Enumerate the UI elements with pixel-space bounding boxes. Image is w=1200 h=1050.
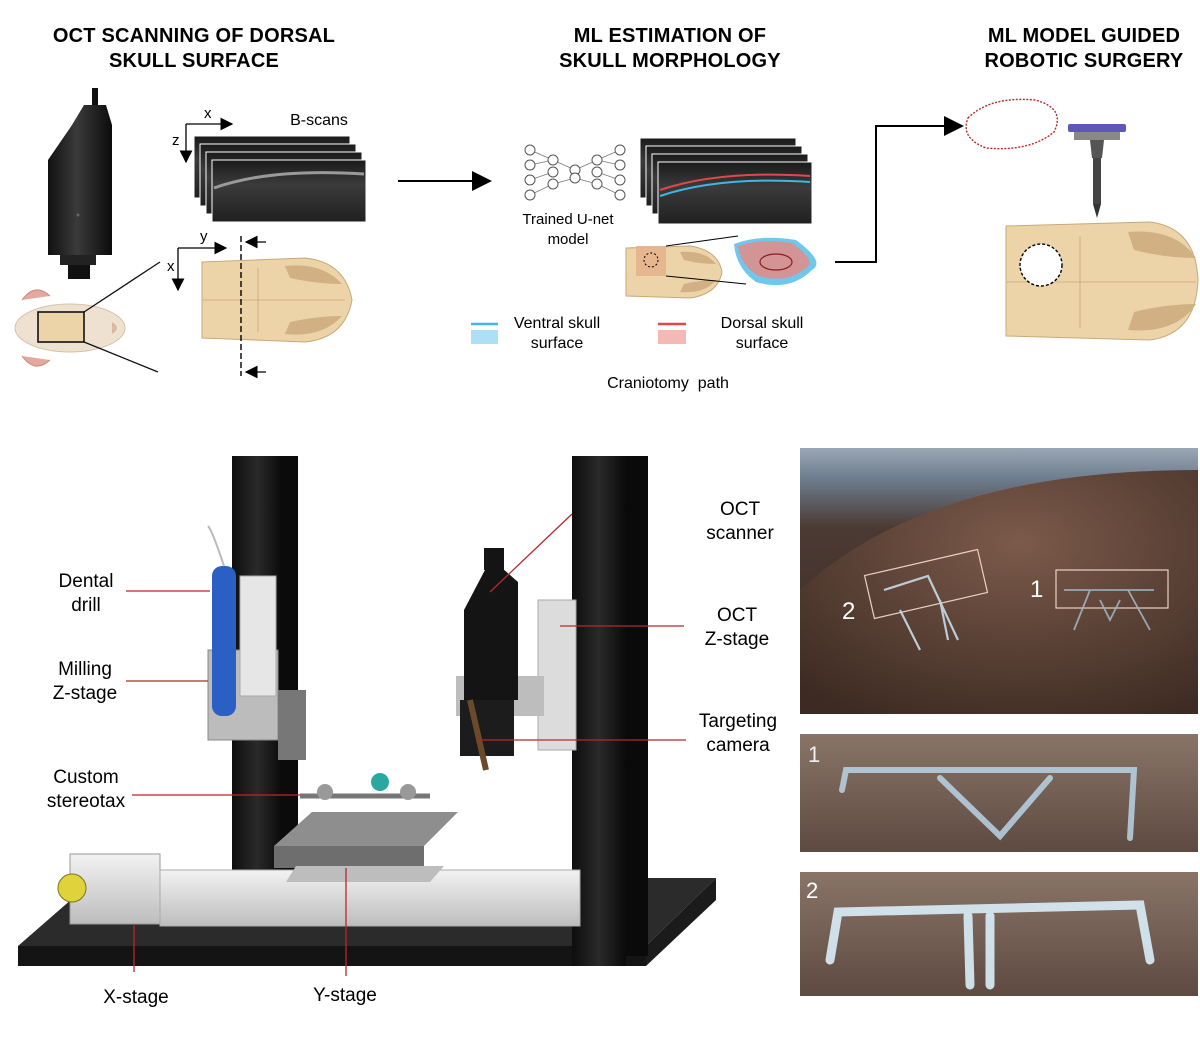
legend-ventral-line2: surface — [530, 335, 584, 352]
skull-top-view-2 — [625, 245, 723, 299]
panel1-title-line2: SKULL SURFACE — [108, 50, 280, 72]
axis-x-label-bscan: x — [204, 105, 212, 122]
panel3-title-line2: ROBOTIC SURGERY — [984, 50, 1184, 72]
legend-ventral-swatch — [471, 322, 498, 344]
targeting-camera-line2: camera — [706, 735, 770, 756]
oct-probe-illustration — [48, 88, 112, 279]
leader-lines — [126, 513, 686, 976]
milling-zstage-label: Milling Z-stage — [30, 658, 140, 706]
axis-x-label-skull: x — [167, 258, 175, 275]
axis-y-label: y — [200, 228, 208, 245]
unet-network-icon — [524, 144, 626, 201]
legend-ventral-line1: Ventral skull — [513, 315, 601, 332]
dental-drill-line1: Dental — [58, 571, 114, 592]
custom-stereotax-line2: stereotax — [46, 791, 126, 812]
oct-scanner-line1: OCT — [719, 499, 761, 520]
bscan-stack — [193, 135, 367, 223]
segmented-bscans — [639, 137, 813, 225]
oct-zstage-line2: Z-stage — [704, 629, 770, 650]
legend-ventral-label: Ventral skull surface — [498, 314, 616, 354]
legend-dorsal-label: Dorsal skull surface — [704, 314, 820, 354]
craniotomy-path-label: Craniotomy path — [607, 375, 729, 392]
xstage-label: X-stage — [103, 987, 169, 1008]
panel3-title: ML MODEL GUIDED ROBOTIC SURGERY — [968, 24, 1200, 74]
dental-drill-label: Dental drill — [40, 570, 132, 618]
panel1-title-line1: OCT SCANNING OF DORSAL — [52, 25, 336, 47]
dental-drill-line2: drill — [71, 595, 101, 616]
panel2-title: ML ESTIMATION OF SKULL MORPHOLOGY — [515, 24, 825, 74]
skull-top-view-3 — [1005, 221, 1199, 341]
oct-zstage-line1: OCT — [716, 605, 758, 626]
photo-region-1-number: 1 — [1030, 576, 1044, 603]
legend-dorsal-line1: Dorsal skull — [720, 315, 804, 332]
milling-zstage-line2: Z-stage — [52, 683, 118, 704]
panel1-title: OCT SCANNING OF DORSAL SKULL SURFACE — [18, 24, 370, 74]
mouse-head-small — [14, 289, 126, 367]
panel2-title-line2: SKULL MORPHOLOGY — [559, 50, 781, 72]
surface-3d-render — [734, 237, 817, 286]
custom-stereotax-label: Custom stereotax — [30, 766, 142, 814]
panel2-title-line1: ML ESTIMATION OF — [573, 25, 767, 47]
custom-stereotax-line1: Custom — [53, 767, 119, 788]
panel3-title-line1: ML MODEL GUIDED — [987, 25, 1181, 47]
unet-caption-line1: Trained U-net — [522, 211, 614, 228]
oct-scanner-line2: scanner — [706, 523, 774, 544]
unet-caption: Trained U-net model — [500, 210, 636, 250]
skull-top-view-1 — [201, 257, 353, 343]
bscans-label: B-scans — [290, 112, 348, 129]
inset-photo-2 — [800, 872, 1198, 996]
inset-2-number: 2 — [806, 878, 819, 903]
flow-arrow-2 — [835, 116, 964, 263]
targeting-camera-line1: Targeting — [698, 711, 778, 732]
unet-caption-line2: model — [547, 231, 589, 248]
ystage-label: Y-stage — [313, 985, 377, 1006]
oct-scanner-label: OCT scanner — [690, 498, 790, 546]
oct-zstage-label: OCT Z-stage — [684, 604, 790, 652]
axis-z-label: z — [172, 132, 180, 149]
photo-region-2-number: 2 — [842, 598, 856, 625]
skull-engraving-photo — [800, 448, 1198, 714]
legend-dorsal-line2: surface — [735, 335, 789, 352]
targeting-camera-label: Targeting camera — [682, 710, 794, 758]
craniotomy-outline — [965, 98, 1059, 150]
legend-dorsal-swatch — [658, 322, 686, 344]
milling-zstage-line1: Milling — [58, 659, 112, 680]
inset-photo-1 — [800, 734, 1198, 852]
inset-1-number: 1 — [808, 742, 821, 767]
drill-bit-illustration — [1068, 124, 1126, 218]
robotic-rig-render — [18, 456, 716, 966]
